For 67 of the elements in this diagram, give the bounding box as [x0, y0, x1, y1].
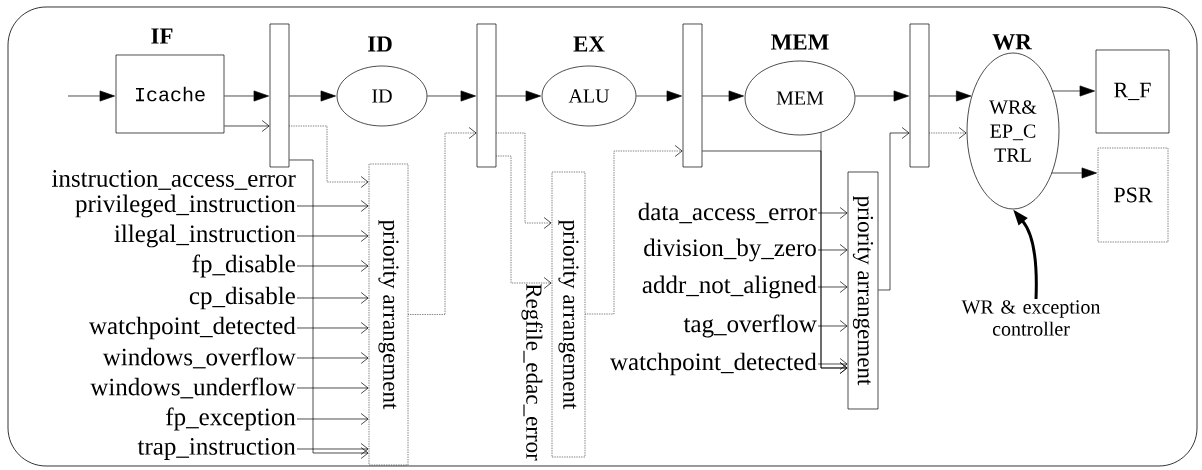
signal-label: division_by_zero — [644, 238, 816, 262]
arrow — [296, 200, 369, 212]
arrow — [855, 90, 909, 102]
arrow — [496, 90, 541, 102]
signal-label: watchpoint_detected — [89, 316, 296, 340]
signal-label: privileged_instruction — [75, 194, 296, 218]
signal-label: watchpoint_detected — [610, 352, 817, 376]
arrow — [878, 127, 910, 291]
arrow — [296, 352, 369, 364]
arrow — [427, 90, 476, 102]
signal-label: illegal_instruction — [114, 224, 296, 248]
pipeline-register — [682, 23, 703, 168]
priority-box: priority arrangement — [368, 163, 409, 466]
signal-label: data_access_error — [638, 202, 817, 224]
arrow — [296, 322, 369, 334]
stage-label: WR — [992, 34, 1032, 50]
stage-label: IF — [151, 28, 173, 44]
arrow — [929, 127, 967, 139]
arrow — [296, 230, 369, 242]
arrow — [289, 90, 336, 102]
arrow — [289, 159, 369, 459]
arrow — [1052, 85, 1095, 97]
arrow — [929, 90, 972, 102]
signal-label: cp_disable — [189, 286, 295, 310]
arrow — [296, 443, 369, 455]
priority-box: priority arrangement — [551, 171, 586, 458]
pipeline-register — [909, 23, 930, 168]
signal-label: windows_overflow — [102, 347, 296, 369]
arrow — [817, 244, 848, 256]
stage-label: ID — [368, 36, 392, 52]
priority-box: priority arrangement — [847, 171, 879, 410]
arrow — [296, 260, 369, 272]
arrow — [1051, 167, 1097, 179]
signal-label: fp_disable — [192, 254, 295, 278]
arrow — [408, 127, 477, 315]
signal-label: tag_overflow — [683, 314, 817, 338]
pipeline-register — [269, 23, 290, 168]
process-box: R_F — [1095, 49, 1170, 134]
signal-label: fp_exception — [166, 407, 296, 431]
signal-label: instruction_access_error — [52, 170, 296, 190]
arrow — [496, 155, 552, 289]
arrow — [296, 413, 369, 425]
arrow — [817, 320, 848, 332]
arrow — [585, 145, 683, 315]
stage-label: EX — [573, 36, 605, 52]
arrow — [702, 90, 744, 102]
arrow — [496, 132, 552, 229]
arrow — [817, 358, 848, 370]
annotation-text: WR & exception controller — [961, 300, 1101, 336]
signal-label: addr_not_aligned — [642, 275, 817, 299]
arrow — [636, 90, 682, 102]
stage-label: MEM — [771, 34, 829, 50]
arrow — [817, 207, 848, 219]
process-box: Icache — [115, 54, 225, 134]
pipeline-register — [476, 23, 497, 168]
arrow — [820, 131, 848, 374]
arrow — [224, 90, 269, 102]
arrow — [296, 292, 369, 304]
arrow — [296, 382, 369, 394]
process-box: PSR — [1097, 147, 1169, 243]
arrow — [67, 90, 115, 102]
arrow — [224, 120, 270, 132]
arrow — [289, 125, 369, 188]
signal-label: windows_underflow — [90, 377, 296, 399]
signal-label: trap_instruction — [137, 438, 296, 460]
signal-label: Regfile_edac_error — [521, 283, 543, 461]
arrow — [817, 281, 848, 293]
